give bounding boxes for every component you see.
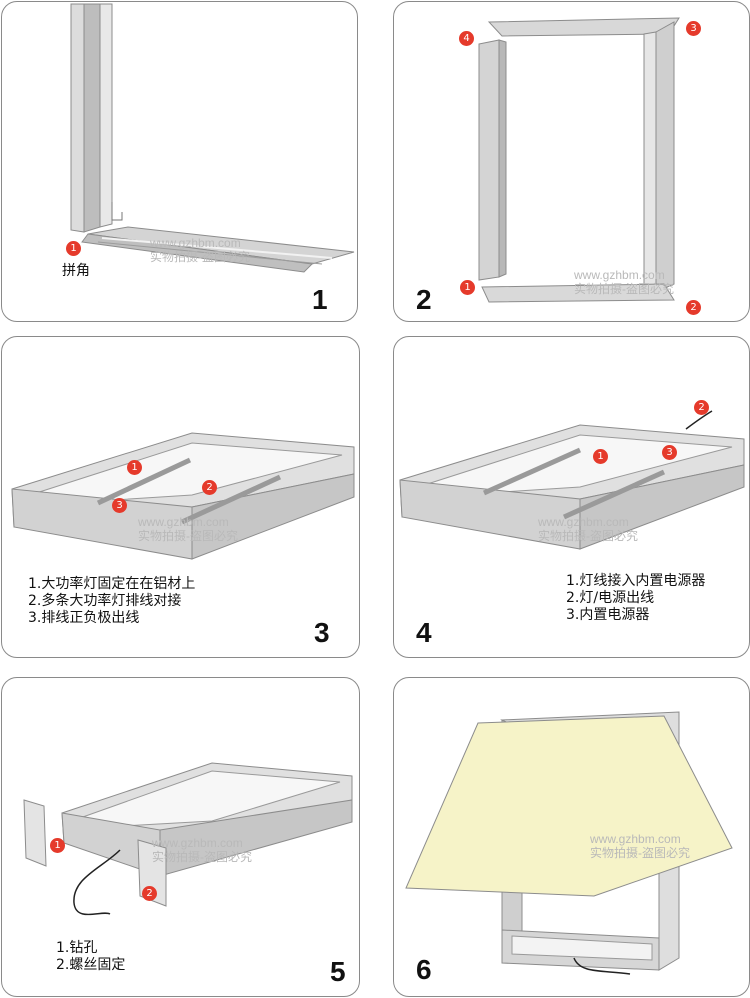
callout-badge: 1 — [66, 241, 81, 256]
corner-label: 拼角 — [62, 263, 90, 279]
panel-step-6: www.gzhbm.com 实物拍摄-盗图必究 6 — [393, 677, 750, 997]
panel-step-3: 1 2 3 www.gzhbm.com 实物拍摄-盗图必究 1.大功率灯固定在在… — [1, 336, 360, 658]
panel-step-1: 1 拼角 www.gzhbm.com 实物拍摄-盗图必究 1 — [1, 1, 358, 322]
callout-badge: 1 — [593, 449, 608, 464]
watermark-url: www.gzhbm.com — [138, 515, 229, 529]
watermark: www.gzhbm.com 实物拍摄-盗图必究 — [138, 515, 238, 543]
end-cap-fixing-diagram — [23, 762, 353, 916]
caption-line: 1.钻孔 — [56, 940, 98, 956]
step-number: 4 — [416, 617, 432, 648]
caption-line: 2.多条大功率灯排线对接 — [28, 593, 182, 609]
callout-badge: 3 — [112, 498, 127, 513]
caption-line: 2.灯/电源出线 — [566, 590, 655, 606]
panel-step-5: 1 2 www.gzhbm.com 实物拍摄-盗图必究 1.钻孔 2.螺丝固定 … — [1, 677, 360, 997]
watermark-url: www.gzhbm.com — [150, 236, 241, 250]
watermark: www.gzhbm.com 实物拍摄-盗图必究 — [150, 236, 250, 264]
caption-line: 1.大功率灯固定在在铝材上 — [28, 576, 196, 592]
callout-badge: 2 — [202, 480, 217, 495]
step-number: 3 — [314, 617, 330, 648]
watermark-notice: 实物拍摄-盗图必究 — [152, 850, 252, 864]
watermark-notice: 实物拍摄-盗图必究 — [150, 250, 250, 264]
watermark-notice: 实物拍摄-盗图必究 — [574, 282, 674, 296]
watermark: www.gzhbm.com 实物拍摄-盗图必究 — [538, 515, 638, 543]
watermark-url: www.gzhbm.com — [574, 268, 665, 282]
light-mounting-diagram — [11, 432, 355, 560]
callout-badge: 3 — [662, 445, 677, 460]
caption-line: 1.灯线接入内置电源器 — [566, 573, 706, 589]
callout-badge: 3 — [686, 21, 701, 36]
step-caption: 1.大功率灯固定在在铝材上 2.多条大功率灯排线对接 3.排线正负极出线 — [28, 576, 195, 627]
power-supply-diagram — [399, 410, 745, 550]
watermark-url: www.gzhbm.com — [538, 515, 629, 529]
step-number: 6 — [416, 954, 432, 985]
watermark-notice: 实物拍摄-盗图必究 — [138, 529, 238, 543]
callout-badge: 2 — [142, 886, 157, 901]
callout-badge: 1 — [127, 460, 142, 475]
step-caption: 1.灯线接入内置电源器 2.灯/电源出线 3.内置电源器 — [566, 573, 705, 624]
callout-badge: 2 — [694, 400, 709, 415]
caption-line: 3.内置电源器 — [566, 607, 650, 623]
caption-line: 2.螺丝固定 — [56, 957, 126, 973]
callout-badge: 1 — [50, 838, 65, 853]
panel-step-4: 1 2 3 www.gzhbm.com 实物拍摄-盗图必究 1.灯线接入内置电源… — [393, 336, 750, 658]
step-number: 1 — [312, 284, 328, 315]
step-number: 2 — [416, 284, 432, 315]
watermark: www.gzhbm.com 实物拍摄-盗图必究 — [574, 268, 674, 296]
frame-corner-diagram — [70, 3, 355, 273]
callout-badge: 2 — [686, 300, 701, 315]
watermark: www.gzhbm.com 实物拍摄-盗图必究 — [590, 832, 690, 860]
watermark-notice: 实物拍摄-盗图必究 — [590, 846, 690, 860]
callout-badge: 4 — [459, 31, 474, 46]
panel-step-2: 4 3 1 2 www.gzhbm.com 实物拍摄-盗图必究 2 — [393, 1, 750, 322]
callout-badge: 1 — [460, 280, 475, 295]
watermark: www.gzhbm.com 实物拍摄-盗图必究 — [152, 836, 252, 864]
step-caption: 1.钻孔 2.螺丝固定 — [56, 940, 125, 974]
step-number: 5 — [330, 956, 346, 987]
watermark-notice: 实物拍摄-盗图必究 — [538, 529, 638, 543]
watermark-url: www.gzhbm.com — [152, 836, 243, 850]
caption-line: 3.排线正负极出线 — [28, 610, 140, 626]
watermark-url: www.gzhbm.com — [590, 832, 681, 846]
frame-assembly-diagram — [478, 17, 680, 303]
poster-insertion-diagram — [405, 711, 733, 975]
